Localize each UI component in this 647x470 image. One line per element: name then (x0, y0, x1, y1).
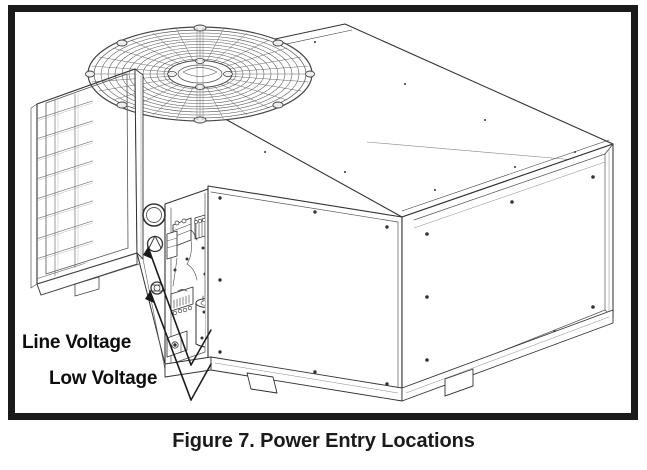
callout-leader-lines (143, 246, 192, 401)
run-capacitor (195, 295, 205, 348)
low-voltage-terminal-strip (170, 286, 194, 316)
deck-screw-marks (264, 41, 576, 191)
base-foot-front (246, 372, 278, 394)
base-foot-right (444, 368, 474, 397)
front-corner-post (134, 68, 166, 295)
line-voltage-knockout (146, 235, 164, 253)
transformer (166, 230, 178, 260)
terminal-block (190, 214, 205, 241)
figure-frame (8, 5, 638, 420)
base-rail-with-forklift-slots (36, 252, 614, 402)
fan-guard-grille (85, 24, 315, 124)
figure-illustration (15, 12, 631, 413)
callout-label-low-voltage: Low Voltage (49, 368, 158, 389)
callout-leader-tails (190, 329, 212, 401)
hvac-unit-line-drawing (30, 23, 614, 402)
figure-caption: Figure 7. Power Entry Locations (172, 430, 475, 452)
callout-label-line-voltage: Line Voltage (22, 332, 132, 353)
